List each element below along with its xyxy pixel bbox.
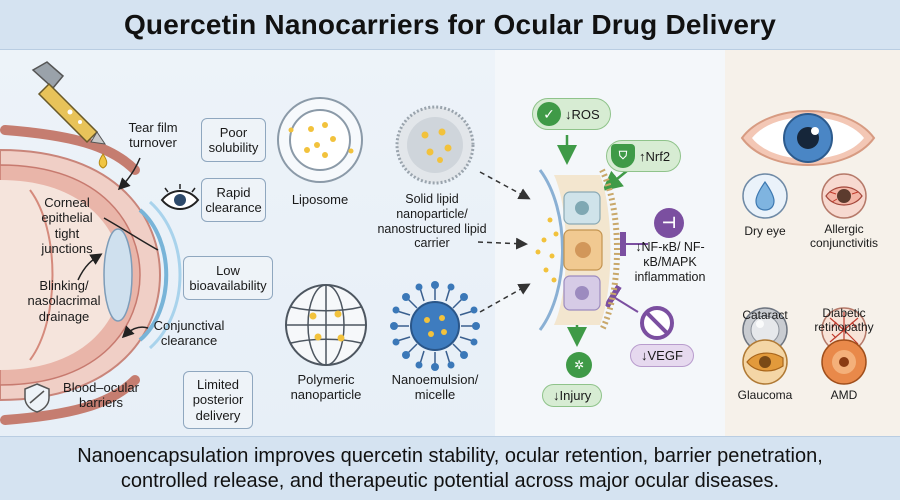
corneal-junctions-label: Corneal epithelial tight junctions bbox=[41, 195, 93, 256]
summary-footer: Nanoencapsulation improves quercetin sta… bbox=[0, 436, 900, 500]
vegf-reduction-badge: ↓VEGF bbox=[630, 344, 694, 367]
main-panel: Tear film turnover Corneal epithelial ti… bbox=[0, 50, 900, 436]
disease-label-allergic-conjunctivitis: Allergic conjunctivitis bbox=[809, 222, 879, 251]
disease-label-amd: AMD bbox=[830, 388, 858, 402]
nanoemulsion-micelle-icon bbox=[390, 281, 480, 371]
ros-reduction-badge: ✓ ↓ROS bbox=[532, 98, 611, 130]
title-bar: Quercetin Nanocarriers for Ocular Drug D… bbox=[0, 0, 900, 50]
vegf-label: ↓VEGF bbox=[641, 348, 683, 363]
shield-icon bbox=[24, 383, 50, 413]
eye-dropper-icon bbox=[31, 61, 108, 169]
eye-icon bbox=[160, 184, 200, 210]
sln-nlc-label: Solid lipid nanoparticle/ nanostructured… bbox=[377, 192, 487, 251]
checkmark-icon: ✓ bbox=[537, 102, 561, 126]
tear-film-label: Tear film turnover bbox=[128, 120, 178, 151]
shield-check-icon: ⛉ bbox=[611, 144, 635, 168]
nanoemulsion-micelle-label: Nanoemulsion/ micelle bbox=[391, 372, 479, 403]
barrier-poor-solubility: Poor solubility bbox=[201, 118, 266, 162]
summary-line-2: controlled release, and therapeutic pote… bbox=[120, 469, 780, 492]
barrier-rapid-clearance: Rapid clearance bbox=[201, 178, 266, 222]
allergic-conjunctivitis-icon bbox=[821, 173, 867, 219]
eye-illustration bbox=[740, 110, 876, 166]
disease-label-dry-eye: Dry eye bbox=[744, 224, 786, 238]
injury-reduction-icon: ✲ bbox=[566, 352, 592, 378]
nrf2-label: ↑Nrf2 bbox=[639, 148, 671, 164]
nfkb-inflammation-label: ↓NF-κB/ NF-κB/MAPK inflammation bbox=[634, 240, 706, 284]
barrier-limited-posterior-delivery: Limited posterior delivery bbox=[183, 371, 253, 429]
retinal-cell-layer bbox=[535, 168, 620, 332]
anatomy-arrows bbox=[77, 157, 159, 339]
injury-label: ↓Injury bbox=[553, 388, 592, 403]
cataract-icon bbox=[742, 307, 788, 353]
nrf2-activation-badge: ⛉ ↑Nrf2 bbox=[606, 140, 682, 172]
amd-icon bbox=[821, 339, 867, 385]
eye-cross-section bbox=[0, 125, 182, 425]
disease-label-diabetic-retinopathy: Diabetic retinopathy bbox=[814, 306, 874, 335]
solid-lipid-nanoparticle-icon bbox=[395, 105, 475, 185]
disease-label-cataract: Cataract bbox=[742, 308, 788, 322]
ros-label: ↓ROS bbox=[565, 106, 600, 122]
glaucoma-icon bbox=[742, 339, 788, 385]
dry-eye-icon bbox=[742, 173, 788, 219]
liposome-label: Liposome bbox=[291, 192, 349, 207]
polymeric-nanoparticle-icon bbox=[285, 284, 367, 366]
injury-reduction-badge: ↓Injury bbox=[542, 384, 603, 407]
conjunctival-clearance-label: Conjunctival clearance bbox=[153, 318, 225, 349]
page-title: Quercetin Nanocarriers for Ocular Drug D… bbox=[123, 8, 777, 40]
liposome-icon bbox=[277, 97, 363, 183]
vegf-inhibition-icon bbox=[640, 306, 674, 340]
nfkb-inhibition-icon: ⊣ bbox=[654, 208, 684, 238]
disease-label-glaucoma: Glaucoma bbox=[737, 388, 793, 402]
blinking-label: Blinking/ nasolacrimal drainage bbox=[27, 278, 101, 324]
blood-ocular-barriers-label: Blood–ocular barriers bbox=[63, 380, 139, 411]
barrier-low-bioavailability: Low bioavailability bbox=[183, 256, 273, 300]
summary-line-1: Nanoencapsulation improves quercetin sta… bbox=[77, 444, 823, 467]
polymeric-nanoparticle-label: Polymeric nanoparticle bbox=[290, 372, 362, 403]
